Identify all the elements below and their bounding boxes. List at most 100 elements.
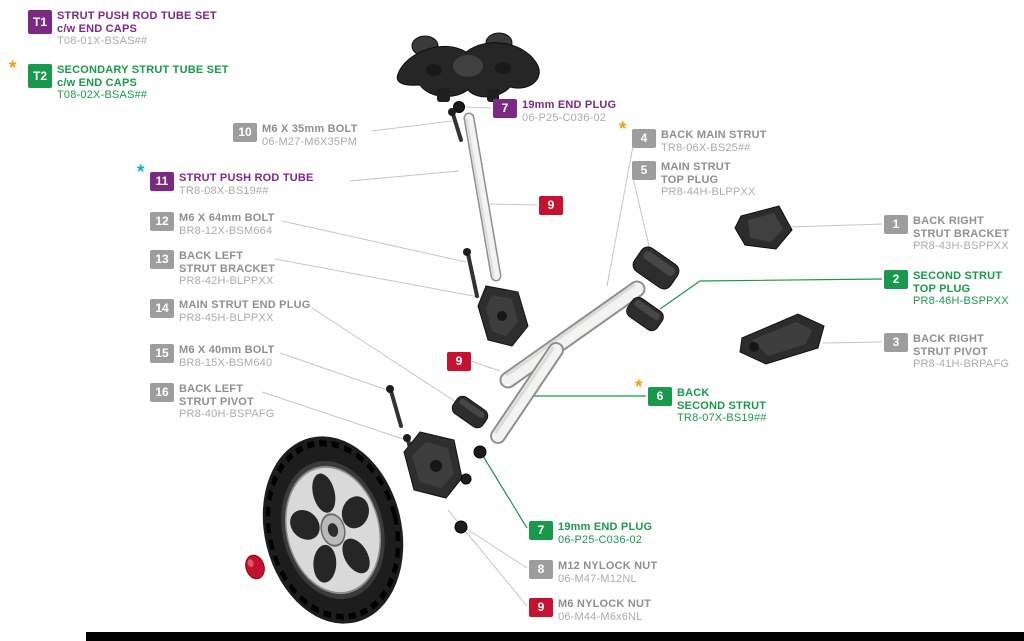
leader-lines <box>261 106 883 607</box>
bolt-m6x64 <box>463 248 479 298</box>
label-15-number: 15 <box>150 344 174 363</box>
red-axle-cap <box>245 554 265 580</box>
second-strut-tube <box>490 342 564 444</box>
end-plug-ball-bottom <box>473 445 487 459</box>
label-7-top-title: 19mm END PLUG <box>522 99 617 111</box>
label-16-title: BACK LEFT <box>179 383 244 395</box>
bottom-border-bar <box>86 632 1024 641</box>
leader-4 <box>606 145 634 287</box>
label-4-part-number: TR8-06X-BS25## <box>661 141 751 154</box>
label-13-part-number: PR8-42H-BLPPXX <box>179 275 274 287</box>
title-t1-line2: c/w END CAPS <box>57 22 138 35</box>
label-14-number: 14 <box>150 299 174 318</box>
label-1-number: 1 <box>884 215 908 234</box>
leader-10 <box>371 120 453 132</box>
title-block-t1: T1 STRUT PUSH ROD TUBE SET c/w END CAPS … <box>28 10 217 48</box>
title-t2-part-number: T08-02X-BSAS## <box>57 89 148 101</box>
leader-7-top <box>465 106 492 109</box>
leader-1 <box>789 223 883 228</box>
title-block-t2: * T2 SECONDARY STRUT TUBE SET c/w END CA… <box>9 59 229 102</box>
second-strut-top-plug <box>626 296 664 332</box>
leader-5 <box>632 177 651 251</box>
label-7-bottom-part-number: 06-P25-C036-02 <box>558 533 643 546</box>
back-right-strut-bracket <box>734 205 793 250</box>
label-12-part-number: BR8-12X-BSM664 <box>179 224 273 237</box>
label-7-bottom-title: 19mm END PLUG <box>558 521 653 533</box>
leader-7-bottom <box>482 455 528 529</box>
title-t1-part-number: T08-01X-BSAS## <box>57 35 148 47</box>
leader-11 <box>349 170 460 182</box>
label-10-number: 10 <box>233 123 257 142</box>
wheel-spoke-pockets <box>290 473 370 583</box>
label-13-number: 13 <box>150 250 174 269</box>
label-5-part-number: PR8-44H-BLPPXX <box>661 186 756 198</box>
label-5-title: MAIN STRUT <box>661 161 731 173</box>
asterisk-icon: * <box>635 377 643 398</box>
title-t1-line1: STRUT PUSH ROD TUBE SET <box>57 10 217 22</box>
leader-2 <box>659 278 883 310</box>
label-9-nut-part-number: 06-M44-M6x6NL <box>558 610 643 623</box>
label-5-number: 5 <box>632 161 656 180</box>
title-t1-badge: T1 <box>28 10 52 34</box>
leader-16 <box>261 391 425 447</box>
label-1-part-number: PR8-43H-BSPPXX <box>913 240 1009 252</box>
asterisk-icon: * <box>137 162 145 183</box>
label-16-part-number: PR8-40H-BSPAFG <box>179 408 275 420</box>
label-3-part-number: PR8-41H-BRPAFG <box>913 358 1010 370</box>
label-9-pushrod-number: 9 <box>539 196 563 215</box>
label-8-number: 8 <box>529 560 553 579</box>
label-15-part-number: BR8-15X-BSM640 <box>179 356 273 369</box>
label-7-bottom-number: 7 <box>529 521 553 540</box>
label-4-title: BACK MAIN STRUT <box>661 129 767 141</box>
main-strut-top-plug <box>632 246 680 290</box>
asterisk-icon: * <box>619 119 627 140</box>
label-6-number: 6 <box>648 387 672 406</box>
label-6-part-number: TR8-07X-BS19## <box>677 412 767 424</box>
label-9-mainstrut: 9 <box>447 352 471 371</box>
leader-14 <box>311 307 457 403</box>
label-2-title: SECOND STRUT <box>913 270 1003 282</box>
m6-nylock-nut <box>460 473 472 485</box>
leader-lines-green <box>482 278 883 529</box>
back-left-strut-pivot <box>403 431 463 499</box>
label-10-part-number: 06-M27-M6X35PM <box>262 135 358 148</box>
m12-nylock-nut <box>454 520 468 534</box>
label-3-title: BACK RIGHT <box>913 333 985 345</box>
label-4-number: 4 <box>632 129 656 148</box>
leader-9a <box>489 203 538 206</box>
label-10-title: M6 X 35mm BOLT <box>262 123 358 135</box>
label-12-number: 12 <box>150 212 174 231</box>
leader-8 <box>466 528 528 569</box>
label-11-part-number: TR8-08X-BS19## <box>179 184 269 197</box>
label-6-title: BACK <box>677 387 710 399</box>
label-15-title: M6 X 40mm BOLT <box>179 344 275 356</box>
leader-12 <box>281 220 467 263</box>
push-rod-tube <box>463 112 502 282</box>
back-left-strut-bracket <box>477 285 529 347</box>
title-t2-line2: c/w END CAPS <box>57 76 138 89</box>
back-right-strut-pivot <box>739 313 825 365</box>
label-2-number: 2 <box>884 270 908 289</box>
title-t2-line1: SECONDARY STRUT TUBE SET <box>57 64 229 76</box>
label-7-top-number: 7 <box>493 99 517 118</box>
label-2-part-number: PR8-46H-BSPPXX <box>913 295 1009 307</box>
label-11-number: 11 <box>150 172 174 191</box>
bolt-m6x35 <box>448 108 463 142</box>
label-11-title: STRUT PUSH ROD TUBE <box>179 172 314 184</box>
label-8-part-number: 06-M47-M12NL <box>558 572 637 585</box>
label-16-number: 16 <box>150 383 174 402</box>
